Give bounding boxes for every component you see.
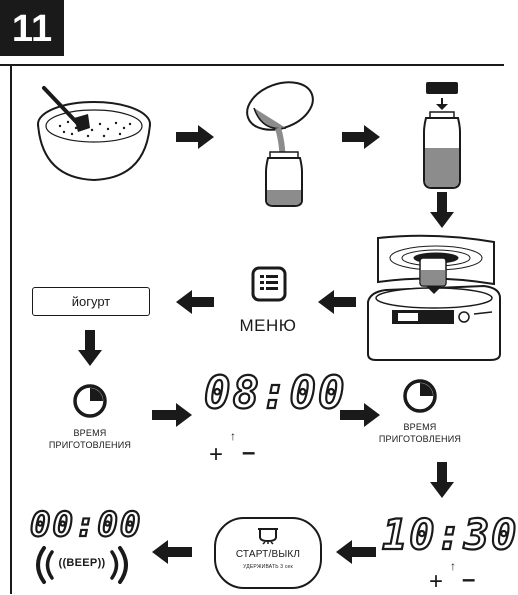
frame-left-rule (10, 64, 12, 594)
plus-button[interactable]: + (429, 568, 444, 595)
cooking-time-label-line1: ВРЕМЯ (403, 422, 437, 432)
flow-arrow-left-icon (318, 290, 356, 314)
menu-label: МЕНЮ (239, 316, 297, 335)
time-display-set: 10:30 (381, 510, 518, 559)
flow-arrow-icon (340, 403, 380, 427)
program-yogurt-option[interactable]: йогурт (32, 287, 150, 316)
minus-button[interactable]: – (242, 439, 256, 466)
frame-top-rule (0, 64, 504, 66)
pot-icon (258, 528, 278, 545)
cooking-time-label-line2: ПРИГОТОВЛЕНИЯ (48, 440, 132, 450)
flow-arrow-icon (176, 125, 214, 149)
cooking-time-label-line1: ВРЕМЯ (73, 428, 107, 438)
plus-button[interactable]: + (209, 441, 224, 468)
up-arrow-icon: ↑ (450, 559, 456, 573)
mixing-bowl-illustration (37, 86, 151, 182)
flow-arrow-down-icon (430, 192, 454, 228)
flow-arrow-icon (342, 125, 380, 149)
start-stop-hint: УДЕРЖИВАТЬ 3 сек (243, 564, 293, 570)
flow-arrow-icon (152, 403, 192, 427)
start-stop-button[interactable]: СТАРТ/ВЫКЛ УДЕРЖИВАТЬ 3 сек (214, 517, 322, 589)
pouring-jar-illustration (246, 81, 314, 207)
beep-label: ((BEEP)) (58, 557, 106, 569)
cooking-time-label-line2: ПРИГОТОВЛЕНИЯ (378, 434, 462, 444)
step-number-badge: 11 (0, 0, 64, 56)
flow-arrow-down-icon (430, 462, 454, 498)
time-display-end: 00:00 (29, 505, 143, 545)
flow-arrow-left-icon (152, 540, 192, 564)
clock-icon[interactable] (72, 383, 108, 419)
minus-button[interactable]: – (462, 566, 476, 593)
cooking-time-label: ВРЕМЯ ПРИГОТОВЛЕНИЯ (30, 427, 150, 451)
start-stop-label: СТАРТ/ВЫКЛ (235, 549, 301, 560)
time-display-default: 08:00 (203, 368, 347, 419)
flow-arrow-down-icon (78, 330, 102, 366)
menu-list-icon (251, 266, 287, 302)
beep-sound-icon (36, 546, 128, 584)
cooking-time-label: ВРЕМЯ ПРИГОТОВЛЕНИЯ (360, 421, 480, 445)
flow-arrow-left-icon (176, 290, 214, 314)
closed-jar-illustration (423, 82, 461, 189)
multicooker-illustration (367, 234, 501, 361)
flow-arrow-left-icon (336, 540, 376, 564)
up-arrow-icon: ↑ (230, 429, 236, 443)
clock-icon[interactable] (402, 378, 438, 414)
